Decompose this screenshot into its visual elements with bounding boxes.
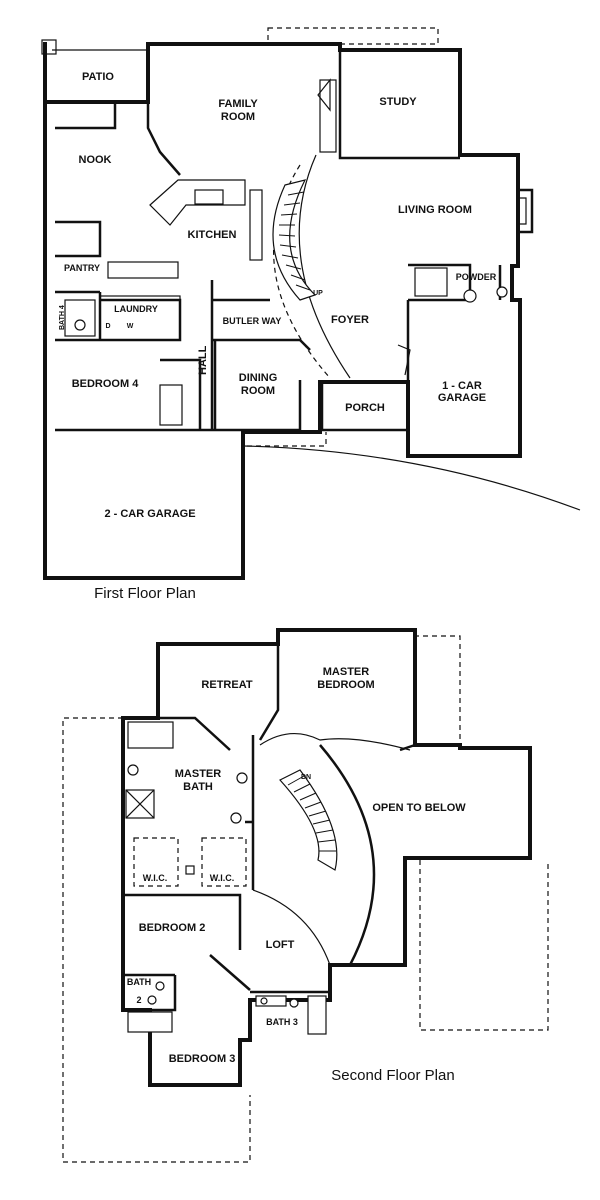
corner-post [41, 39, 57, 55]
label-dryer: D [105, 323, 110, 330]
master-toilet-icon [230, 812, 242, 824]
second-floor-caption: Second Floor Plan [331, 1067, 454, 1084]
shower-diagonal-2 [125, 789, 155, 819]
laundry-area [99, 295, 181, 341]
label-wic-left: W.I.C. [143, 873, 168, 883]
label-stair-up: UP [313, 290, 323, 297]
label-patio: PATIO [82, 71, 114, 83]
stair-treads-1f [278, 191, 311, 291]
label-pantry: PANTRY [64, 263, 100, 273]
label-master-bedroom-2: BEDROOM [317, 679, 374, 691]
label-master-bath-1: MASTER [175, 768, 222, 780]
bath2-sink-icon [155, 981, 165, 991]
label-bedroom4: BEDROOM 4 [72, 378, 140, 390]
curved-stair-2f [279, 769, 338, 871]
first-floor-plan: PATIO FAMILY ROOM STUDY NOOK KITCHEN LIV… [41, 27, 581, 602]
bath3-tub [307, 995, 327, 1035]
bath4-fixture [64, 299, 96, 337]
pantry-counter [107, 261, 179, 279]
roof-overhang-top [267, 27, 439, 45]
label-hall: HALL [197, 345, 209, 375]
master-tub [127, 721, 174, 749]
label-living-room: LIVING ROOM [398, 204, 472, 216]
label-wic-right: W.I.C. [210, 873, 235, 883]
label-bedroom3: BEDROOM 3 [169, 1053, 236, 1065]
entry-walk [242, 432, 327, 447]
foyer-curve [298, 154, 351, 379]
stair-treads-2f [287, 775, 336, 852]
label-stair-dn: DN [301, 774, 311, 781]
master-sink-icon [127, 764, 139, 776]
label-family-room-2: ROOM [221, 111, 255, 123]
kitchen-sink [194, 189, 224, 205]
powder-sink-icon [463, 289, 477, 303]
fireplace [317, 78, 331, 112]
powder-toilet-icon [496, 286, 508, 298]
bath2-toilet-icon [147, 995, 157, 1005]
first-floor-caption: First Floor Plan [94, 585, 196, 602]
roof-outline-top-right [414, 635, 461, 745]
label-1-car-garage-2: GARAGE [438, 392, 486, 404]
living-hearth [518, 197, 527, 225]
label-dining-1: DINING [239, 372, 278, 384]
label-bath3: BATH 3 [266, 1017, 298, 1027]
label-kitchen: KITCHEN [188, 229, 237, 241]
living-fireplace [518, 188, 534, 234]
front-door [397, 344, 411, 376]
toilet-icon [74, 319, 86, 331]
label-powder: POWDER [456, 272, 497, 282]
master-curved-wall [259, 732, 411, 751]
label-study: STUDY [379, 96, 417, 108]
wic-post [185, 865, 195, 875]
label-master-bedroom-1: MASTER [323, 666, 370, 678]
loft-curve [252, 889, 331, 966]
label-retreat: RETREAT [201, 679, 252, 691]
label-master-bath-2: BATH [183, 781, 213, 793]
curved-stair-1f [272, 179, 317, 301]
driveway-curve [242, 445, 581, 511]
powder-closet [414, 267, 448, 297]
bath3-toilet-icon [289, 998, 299, 1008]
label-family-room-1: FAMILY [218, 98, 258, 110]
wic-left-outline [133, 837, 179, 887]
label-washer: W [127, 323, 134, 330]
master-sink-icon-2 [236, 772, 248, 784]
label-loft: LOFT [266, 939, 295, 951]
porch-outline [320, 380, 410, 432]
label-bath4: BATH 4 [59, 305, 66, 330]
label-dining-2: ROOM [241, 385, 275, 397]
bath2-tub [127, 1011, 173, 1033]
master-shower [125, 789, 155, 819]
bath3-sink-icon [260, 997, 268, 1005]
family-bay-window [319, 79, 337, 153]
label-foyer: FOYER [331, 314, 369, 326]
label-open-to-below: OPEN TO BELOW [372, 802, 466, 814]
second-floor-plan: RETREAT MASTER BEDROOM MASTER BATH DN OP… [62, 628, 549, 1163]
label-2-car-garage: 2 - CAR GARAGE [104, 508, 195, 520]
open-to-below-curve [319, 744, 376, 966]
roof-outline-left [62, 717, 251, 1163]
kitchen-counter [249, 189, 263, 261]
closet [159, 384, 183, 426]
label-porch: PORCH [345, 402, 385, 414]
first-floor-exterior-wall [43, 42, 522, 580]
label-bath2-2: 2 [136, 995, 141, 1005]
label-laundry: LAUNDRY [114, 304, 158, 314]
roof-outline-bottom-right [419, 860, 549, 1031]
label-1-car-garage-1: 1 - CAR [442, 380, 482, 392]
wic-right-outline [201, 837, 247, 887]
label-butler-way: BUTLER WAY [223, 316, 282, 326]
bath3-vanity [255, 995, 287, 1007]
second-floor-interior-walls [123, 644, 416, 1012]
label-nook: NOOK [79, 154, 112, 166]
label-bedroom2: BEDROOM 2 [139, 922, 206, 934]
label-bath2-1: BATH [127, 977, 151, 987]
